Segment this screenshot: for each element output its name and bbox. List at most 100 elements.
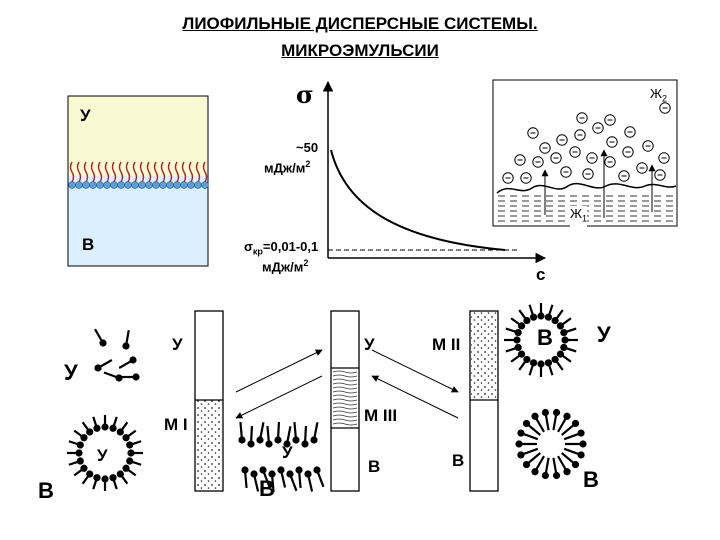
molecule-head [259,466,267,474]
page-subtitle: МИКРОЭМУЛЬСИИ [281,41,439,60]
tube-2 [330,310,360,492]
molecule-head [560,343,568,352]
transition-arrow [235,375,323,419]
right-water-label: В [583,467,599,492]
molecule-head [517,451,525,459]
surfactant-tail [202,161,208,183]
molecule-head [304,470,312,478]
molecule-head [122,464,130,472]
water-label: В [82,235,95,254]
surfactant-tail [188,161,194,183]
reverse-micelle-left [67,415,143,491]
upper-phase-label: Ж2 [650,86,667,107]
critical-sub: кр [252,246,263,257]
molecule-head [256,436,264,444]
molecule-head [517,350,526,358]
molecule-head [241,466,249,474]
tube1-top-label: У [172,335,183,354]
molecule-head [522,460,531,469]
surfactant-tail [167,161,173,183]
molecule-head [577,429,585,437]
surfactant-tail [111,161,117,183]
right-micelle-core-label: В [537,325,553,350]
surfactant-tail [181,161,187,183]
surfactant-head [103,181,111,189]
upper-tension-value: ~50 [296,140,319,155]
molecule-head [310,436,318,444]
transition-arrow [371,375,459,419]
molecule-head [515,440,523,448]
surfactant-tail [160,161,166,183]
wave-line [332,374,358,378]
surfactant-head [187,181,195,189]
surfactant-tail [125,161,131,183]
wave-line [332,390,358,394]
surfactant-head [110,181,118,189]
molecule-head [514,343,522,352]
middle-oil-label: У [282,443,293,462]
surfactant-monolayer [68,161,209,189]
surfactant-head [89,181,97,189]
molecule-head [571,419,580,428]
tension-chart [322,80,547,264]
wave-line [332,386,358,390]
microemulsion-phase [196,400,222,490]
surfactant-tail [118,161,124,183]
molecule-head [556,322,565,330]
phase-frame [492,79,678,227]
molecule-head [551,316,559,325]
left-micelle-core-label: У [97,446,108,465]
molecule-head [268,470,276,478]
molecule-head [109,424,117,432]
critical-tension-value: σкр=0,01-0,1 [244,239,318,260]
surfactant-tail [104,161,110,183]
surfactant-tail [69,161,75,183]
molecule-head [93,474,101,482]
molecule-head [76,441,84,449]
surfactant-head [68,181,76,189]
molecule-head [517,429,525,437]
molecule-head [126,441,134,449]
surfactant-head [75,181,83,189]
molecule-head [531,468,539,476]
surfactant-head [131,181,139,189]
molecule-head [101,475,109,483]
molecule-head [286,470,294,478]
tube3-phase-label: М II [432,335,461,354]
molecule-head [80,434,88,442]
surfactant-tail [139,161,145,183]
molecule-head [292,436,300,444]
wave-line [332,410,358,414]
wave-line [332,406,358,410]
molecule-head [101,423,109,431]
molecule-head [265,440,273,448]
molecule-head [544,313,553,321]
surfactant-molecules [94,328,140,382]
surfactant-head [138,181,146,189]
tube-1 [194,310,224,492]
phase-sub: 1 [582,213,588,224]
molecule-head [537,360,545,368]
surfactant-head [82,181,90,189]
wave-line [332,370,358,374]
tube2-phase-label: М III [364,406,398,425]
reverse-micelle-right [504,303,578,377]
molecule-head [116,428,124,436]
molecule-head [522,419,531,428]
tube2-bottom-label: В [368,457,381,476]
oil-label: У [80,106,91,125]
wave-line [332,418,358,422]
left-water-label: В [38,478,54,503]
molecule-head [129,356,137,364]
interface-panel [67,95,209,267]
phase-sub: 2 [662,93,668,104]
phase-letter: Ж [650,86,663,101]
surfactant-tail [83,161,89,183]
molecule-head [537,312,545,320]
molecule-head [523,355,531,364]
tube3-bottom-label: В [452,451,465,470]
molecule-head [541,408,550,417]
surfactant-tail [146,161,152,183]
surfactant-head [201,181,209,189]
